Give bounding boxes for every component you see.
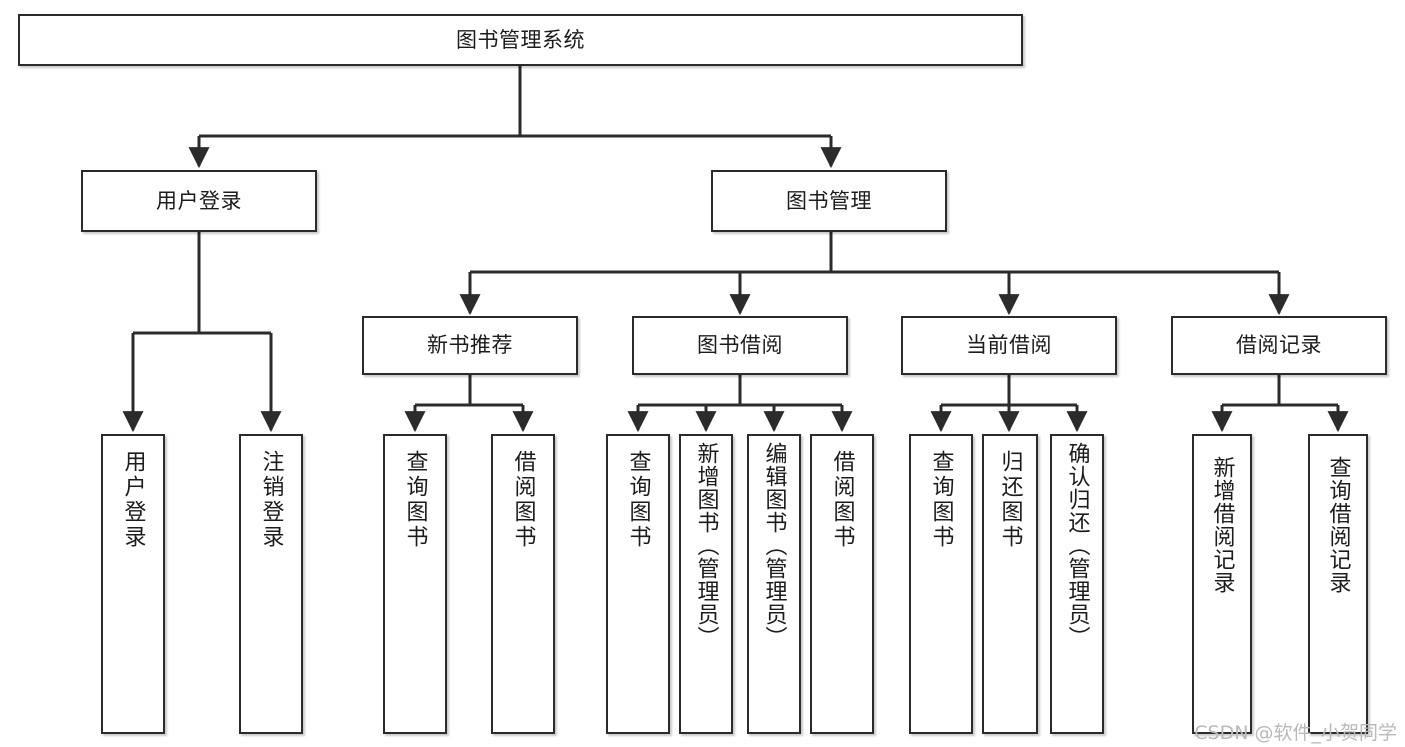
node-leaf-user-login-label: 用户登录 <box>120 450 146 550</box>
node-leaf-confirm-return-label: 确认归还（管理员） <box>1064 442 1090 649</box>
node-user-login-label: 用户登录 <box>156 188 242 213</box>
node-borrow-record-label: 借阅记录 <box>1236 333 1322 358</box>
node-leaf-query-record-label: 查询借阅记录 <box>1325 456 1351 594</box>
node-leaf-add-record-label: 新增借阅记录 <box>1209 456 1235 594</box>
node-book-manage[interactable]: 图书管理 <box>711 170 947 232</box>
node-root-label: 图书管理系统 <box>456 27 585 52</box>
node-leaf-query-book-a-label: 查询图书 <box>402 450 428 550</box>
node-user-login[interactable]: 用户登录 <box>81 170 317 232</box>
node-book-borrow-label: 图书借阅 <box>697 333 783 358</box>
node-leaf-borrow-book-a-label: 借阅图书 <box>510 450 536 550</box>
node-new-book-rec[interactable]: 新书推荐 <box>362 316 578 375</box>
node-leaf-user-login[interactable]: 用户登录 <box>101 434 165 734</box>
node-leaf-query-book-c-label: 查询图书 <box>928 450 954 550</box>
node-leaf-add-book-label: 新增图书（管理员） <box>693 442 719 649</box>
node-leaf-add-book[interactable]: 新增图书（管理员） <box>679 434 733 734</box>
node-book-manage-label: 图书管理 <box>786 188 872 213</box>
watermark-text: CSDN @软件_小贺同学 <box>1194 722 1397 744</box>
node-borrow-record[interactable]: 借阅记录 <box>1171 316 1387 375</box>
node-leaf-confirm-return[interactable]: 确认归还（管理员） <box>1050 434 1104 734</box>
node-leaf-user-logout[interactable]: 注销登录 <box>239 434 303 734</box>
node-leaf-borrow-book-b[interactable]: 借阅图书 <box>810 434 874 734</box>
node-root[interactable]: 图书管理系统 <box>18 14 1023 66</box>
node-current-borrow[interactable]: 当前借阅 <box>901 316 1117 375</box>
node-book-borrow[interactable]: 图书借阅 <box>632 316 848 375</box>
node-leaf-query-book-b-label: 查询图书 <box>625 450 651 550</box>
node-leaf-query-book-a[interactable]: 查询图书 <box>383 434 447 734</box>
node-leaf-return-book-label: 归还图书 <box>997 450 1023 550</box>
node-leaf-add-record[interactable]: 新增借阅记录 <box>1192 434 1252 734</box>
node-leaf-edit-book-label: 编辑图书（管理员） <box>761 442 787 649</box>
node-leaf-query-book-b[interactable]: 查询图书 <box>606 434 670 734</box>
node-leaf-edit-book[interactable]: 编辑图书（管理员） <box>747 434 801 734</box>
node-current-borrow-label: 当前借阅 <box>966 333 1052 358</box>
node-leaf-query-record[interactable]: 查询借阅记录 <box>1308 434 1368 734</box>
node-leaf-borrow-book-a[interactable]: 借阅图书 <box>491 434 555 734</box>
node-leaf-borrow-book-b-label: 借阅图书 <box>829 450 855 550</box>
node-new-book-rec-label: 新书推荐 <box>427 333 513 358</box>
node-leaf-return-book[interactable]: 归还图书 <box>982 434 1038 734</box>
node-leaf-user-logout-label: 注销登录 <box>258 450 284 550</box>
node-leaf-query-book-c[interactable]: 查询图书 <box>909 434 973 734</box>
